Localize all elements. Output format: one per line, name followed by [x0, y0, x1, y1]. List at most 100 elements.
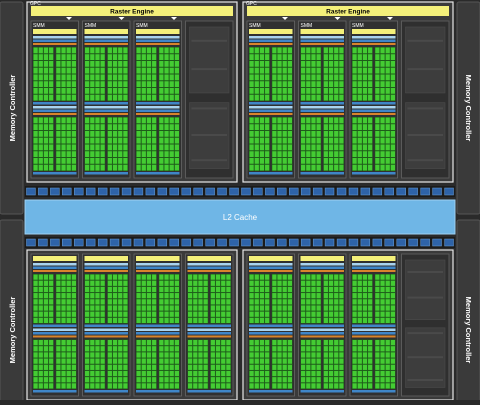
- cuda-core: [100, 124, 105, 130]
- cuda-core: [259, 94, 265, 101]
- cuda-core: [159, 317, 164, 323]
- cuda-core: [375, 377, 380, 383]
- crossbar-track: [25, 186, 455, 197]
- cuda-core: [90, 293, 95, 299]
- cuda-core: [152, 151, 157, 157]
- buffer-bar: [352, 328, 396, 331]
- cuda-core: [100, 311, 105, 317]
- cuda-core: [357, 88, 362, 94]
- core-array: [374, 47, 396, 101]
- cuda-core: [159, 299, 164, 305]
- cuda-core: [334, 340, 339, 346]
- cuda-core: [118, 286, 123, 293]
- cuda-core: [198, 280, 203, 286]
- cuda-core: [169, 47, 174, 54]
- cuda-core: [66, 81, 71, 87]
- cuda-core: [85, 117, 90, 124]
- cuda-core: [152, 317, 157, 323]
- core-array: [55, 339, 77, 389]
- cuda-core: [287, 305, 292, 311]
- cuda-core: [226, 370, 231, 377]
- cuda-core: [301, 88, 306, 94]
- cuda-core: [272, 94, 277, 101]
- smm: [349, 253, 398, 397]
- cuda-core: [311, 54, 316, 60]
- cuda-core: [85, 317, 90, 323]
- cuda-core: [254, 74, 259, 81]
- cuda-core: [100, 164, 105, 171]
- cuda-core: [169, 358, 174, 364]
- cuda-core: [203, 317, 208, 323]
- cuda-core: [277, 74, 282, 81]
- cuda-core: [174, 293, 179, 299]
- crossbar-segment: [336, 238, 347, 247]
- crossbar-segment: [205, 238, 215, 247]
- cuda-core: [71, 61, 76, 67]
- cuda-core: [118, 144, 123, 151]
- cuda-core: [203, 358, 208, 364]
- cuda-core: [118, 47, 123, 54]
- crossbar-segment: [217, 238, 227, 247]
- dispatch-bar: [136, 266, 180, 269]
- cuda-core: [146, 54, 152, 60]
- cuda-core: [362, 74, 368, 81]
- cuda-core: [61, 358, 66, 364]
- cuda-core: [146, 144, 152, 151]
- cuda-core: [375, 280, 380, 286]
- instruction-cache: [300, 256, 344, 261]
- dispatch-unit-bar: [249, 43, 293, 45]
- cuda-core: [38, 151, 43, 157]
- cuda-core: [328, 124, 334, 130]
- cuda-core: [352, 94, 357, 101]
- cuda-core: [215, 293, 221, 299]
- cuda-core: [306, 74, 311, 81]
- cuda-core: [210, 352, 215, 358]
- cuda-core: [385, 117, 390, 124]
- cuda-core: [33, 364, 38, 370]
- instruction-cache: [136, 29, 180, 34]
- cuda-core: [33, 67, 38, 74]
- cuda-core: [221, 299, 226, 305]
- crossbar-segment: [360, 238, 371, 247]
- cuda-core: [357, 54, 362, 60]
- cuda-core: [316, 346, 321, 352]
- cuda-core: [118, 280, 123, 286]
- cuda-core: [100, 364, 105, 370]
- cuda-core: [334, 74, 339, 81]
- cuda-core: [112, 131, 118, 137]
- cuda-core: [169, 74, 174, 81]
- dispatch-unit-bar: [187, 270, 231, 272]
- cuda-core: [107, 158, 112, 164]
- cuda-core: [221, 364, 226, 370]
- cuda-core: [169, 317, 174, 323]
- cuda-core: [287, 67, 292, 74]
- cuda-core: [193, 358, 198, 364]
- cuda-core: [357, 117, 362, 124]
- cuda-core: [282, 94, 287, 101]
- cuda-core: [334, 370, 339, 377]
- cuda-core: [85, 158, 90, 164]
- cuda-core: [265, 47, 270, 54]
- dispatch-unit-bar: [33, 43, 77, 45]
- cuda-core: [277, 311, 282, 317]
- cuda-core: [311, 61, 316, 67]
- cuda-core: [33, 370, 38, 377]
- cuda-core: [357, 305, 362, 311]
- cuda-core: [390, 131, 395, 137]
- cuda-core: [61, 131, 66, 137]
- dispatch-unit-bar: [352, 270, 396, 272]
- cuda-core: [357, 377, 362, 383]
- cuda-core: [287, 340, 292, 346]
- cuda-core: [339, 274, 344, 280]
- cuda-core: [380, 81, 385, 87]
- ldst-bar: [84, 172, 128, 175]
- crossbar-segment: [157, 238, 168, 247]
- cuda-core: [368, 358, 373, 364]
- cuda-core: [38, 274, 43, 280]
- cuda-core: [71, 164, 76, 171]
- cuda-core: [339, 61, 344, 67]
- cuda-core: [215, 340, 221, 346]
- cuda-core: [174, 280, 179, 286]
- cuda-core: [152, 286, 157, 293]
- cuda-core: [287, 54, 292, 60]
